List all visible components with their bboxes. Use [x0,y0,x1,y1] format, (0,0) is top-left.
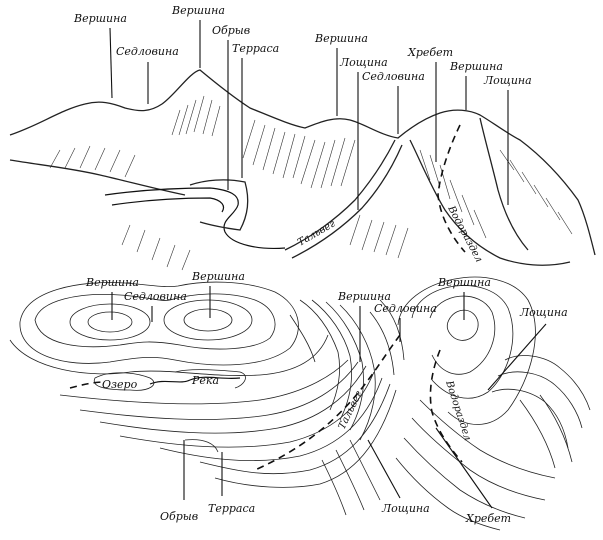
talveg-dashed-map [254,334,401,471]
watershed-dashed-map [429,349,463,463]
label-loshchina-2: Лощина [483,74,532,87]
label-vodorazdel-map: Водораздел [443,379,473,442]
lake-outline [93,372,155,391]
landscape-sketch [9,69,596,271]
summit-ring-2 [183,308,233,332]
label-obryv-map: Обрыв [160,510,198,523]
hatching [49,95,573,271]
label-vershina-b2: Вершина [191,270,245,283]
contour-map [9,276,591,531]
label-vershina-b3: Вершина [337,290,391,303]
bottom-labels: Вершина Седловина Вершина Вершина Седлов… [85,270,568,525]
label-vershina-2: Вершина [171,4,225,17]
label-loshchina-right: Лощина [519,306,568,319]
river-line [149,376,241,385]
summit-ring-3 [446,309,479,341]
arrow-loshchina-bottom [367,439,401,499]
label-loshchina-bottom: Лощина [381,502,430,515]
watershed-dashed [437,124,466,253]
label-vershina-b1: Вершина [85,276,139,289]
arrow-khrebet-map [435,427,493,509]
skyline-ridge [9,69,596,256]
top-labels: Вершина Седловина Вершина Обрыв Терраса … [73,4,532,264]
label-talveg-map: Тальвег [337,389,365,431]
label-vershina-4: Вершина [449,60,503,73]
label-khrebet-map: Хребет [465,512,511,525]
label-vershina-b4: Вершина [437,276,491,289]
river-dashed-map [69,381,106,389]
label-obryv: Обрыв [212,24,250,37]
valley-road-2 [111,197,225,213]
label-sedlovina-b1: Седловина [124,290,187,303]
right-gully [479,117,529,251]
talveg-channel [284,139,396,251]
valley-road [104,187,286,250]
label-reka: Река [191,374,219,387]
talveg-channel-2 [291,144,403,259]
label-vershina-3: Вершина [314,32,368,45]
terrace-edge [189,179,249,231]
label-ozero: Озеро [102,378,138,391]
label-sedlovina-b2: Седловина [374,302,437,315]
label-terrasa-map: Терраса [208,502,255,515]
label-terrasa: Терраса [232,42,279,55]
label-loshchina-1: Лощина [339,56,388,69]
arrow-vershina-1 [109,27,113,99]
label-vershina-1: Вершина [73,12,127,25]
label-sedlovina-2: Седловина [362,70,425,83]
right-massif [409,139,571,266]
summit-ring-1 [87,311,133,333]
label-khrebet: Хребет [407,46,453,59]
label-sedlovina-1: Седловина [116,45,179,58]
arrow-loshchina-right [487,323,547,391]
